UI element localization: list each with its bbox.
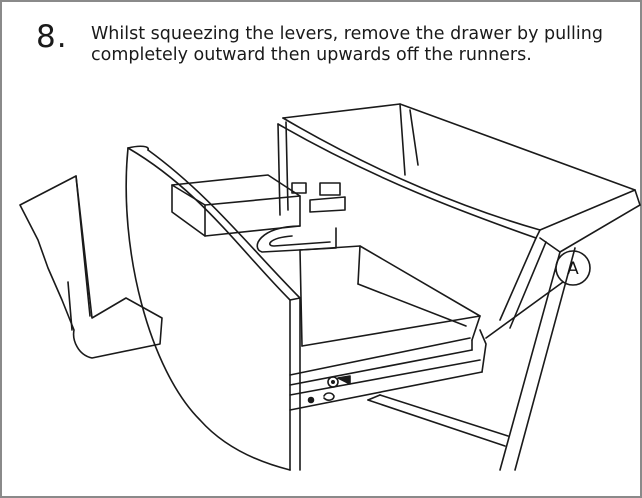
step-number: 8. xyxy=(36,19,68,55)
drawer xyxy=(171,174,487,411)
drawer-front-panel xyxy=(125,145,301,471)
step-instruction-text: Whilst squeezing the levers, remove the … xyxy=(91,24,603,65)
callout-a-label: A xyxy=(567,259,579,279)
vanity-cabinet xyxy=(277,103,641,471)
callout-a-circle xyxy=(555,250,591,286)
packaging-sheet xyxy=(19,175,163,359)
callout-a: A xyxy=(485,250,591,339)
